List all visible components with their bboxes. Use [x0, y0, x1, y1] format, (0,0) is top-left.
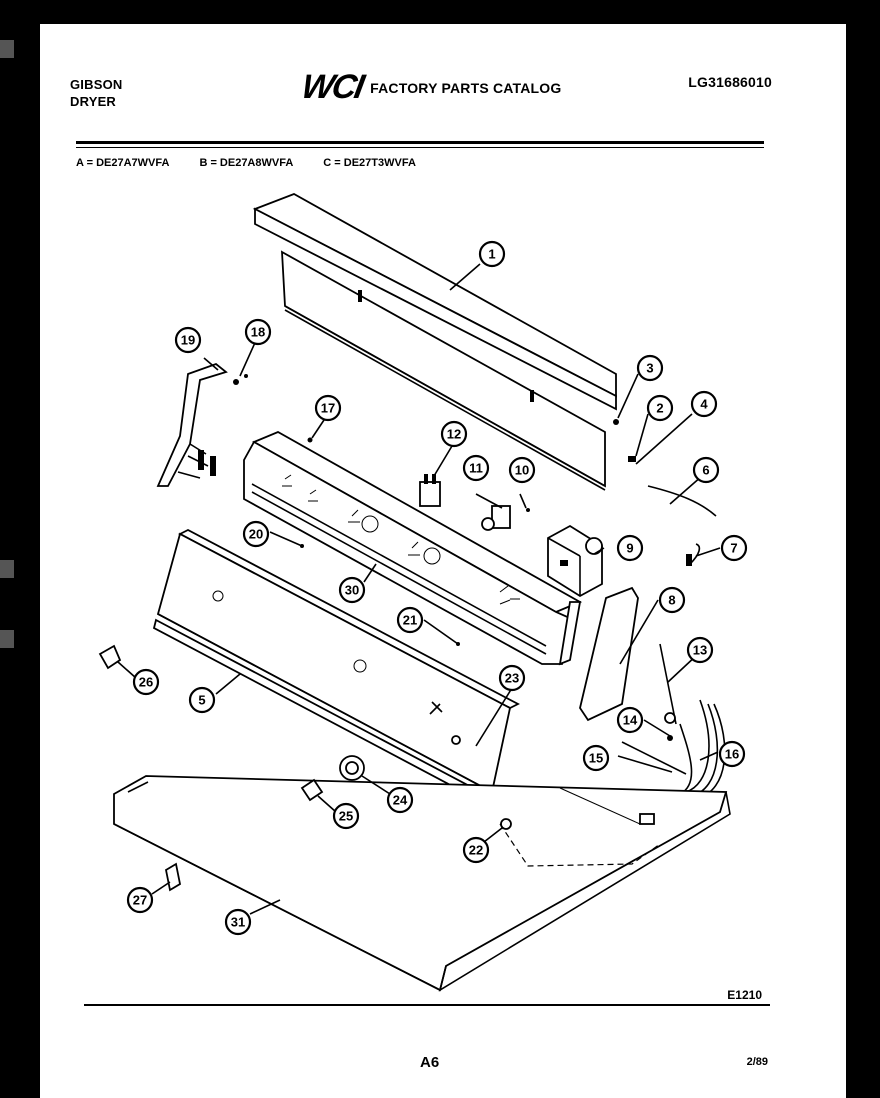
- callout-label: 23: [505, 671, 519, 686]
- callout-label: 22: [469, 843, 483, 858]
- brand-name: GIBSON: [70, 77, 123, 92]
- callout-label: 11: [469, 461, 483, 476]
- callout-label: 17: [321, 401, 335, 416]
- callout-label: 10: [515, 463, 529, 478]
- callout-20: 20: [242, 520, 270, 548]
- scan-edge-mark: [0, 560, 14, 578]
- callout-21: 21: [396, 606, 424, 634]
- callout-label: 2: [656, 401, 663, 416]
- callout-9: 9: [616, 534, 644, 562]
- callout-19: 19: [174, 326, 202, 354]
- part-console-base: [113, 775, 731, 992]
- callout-label: 1: [488, 247, 495, 262]
- part-wire-harness: [647, 485, 717, 566]
- callout-12: 12: [440, 420, 468, 448]
- exploded-parts-diagram: 1 2 3 4 5 6 7 8 9 10 11 12 13 14 15 16 1…: [98, 193, 748, 992]
- catalog-title: FACTORY PARTS CATALOG: [370, 79, 562, 96]
- callout-17: 17: [314, 394, 342, 422]
- document-number: LG31686010: [688, 74, 772, 90]
- callout-6: 6: [692, 456, 720, 484]
- model-list: A = DE27A7WVFA B = DE27A8WVFA C = DE27T3…: [76, 157, 416, 169]
- part-switch: [419, 474, 441, 507]
- header-rule-thin: [76, 147, 764, 148]
- page-number: A6: [420, 1054, 440, 1071]
- revision-date: 2/89: [746, 1056, 768, 1068]
- callout-label: 5: [198, 693, 205, 708]
- figure-id: E1210: [727, 988, 762, 1002]
- catalog-header: WCI FACTORY PARTS CATALOG: [299, 68, 562, 107]
- callout-7: 7: [720, 534, 748, 562]
- fasteners: [98, 374, 676, 892]
- callout-23: 23: [498, 664, 526, 692]
- callout-label: 26: [139, 675, 153, 690]
- callout-3: 3: [636, 354, 664, 382]
- callout-label: 7: [730, 541, 737, 556]
- callout-8: 8: [658, 586, 686, 614]
- callout-label: 4: [700, 397, 708, 412]
- callout-15: 15: [582, 744, 610, 772]
- callout-label: 9: [626, 541, 633, 556]
- callout-label: 21: [403, 613, 417, 628]
- callout-label: 27: [133, 893, 147, 908]
- header-rule: [76, 141, 764, 144]
- callout-31: 31: [224, 908, 252, 936]
- scan-edge-mark: [0, 40, 14, 58]
- footer-rule: [84, 1004, 770, 1006]
- callout-label: 16: [725, 747, 739, 762]
- part-top-trim: [252, 193, 617, 491]
- callout-30: 30: [338, 576, 366, 604]
- callout-label: 31: [231, 915, 245, 930]
- callout-label: 19: [181, 333, 195, 348]
- part-lower-panel: [152, 528, 520, 808]
- callout-label: 13: [693, 643, 707, 658]
- scan-edge-mark: [0, 630, 14, 648]
- callout-4: 4: [690, 390, 718, 418]
- product-name: DRYER: [70, 94, 117, 109]
- callout-25: 25: [332, 802, 360, 830]
- callout-11: 11: [462, 454, 490, 482]
- callout-label: 30: [345, 583, 359, 598]
- callout-label: 3: [646, 361, 653, 376]
- callout-label: 20: [249, 527, 263, 542]
- callout-13: 13: [686, 636, 714, 664]
- callout-label: 25: [339, 809, 353, 824]
- part-selector-switch: [481, 505, 511, 531]
- callout-22: 22: [462, 836, 490, 864]
- callout-27: 27: [126, 886, 154, 914]
- brand-block: GIBSON DRYER: [70, 76, 122, 110]
- callout-10: 10: [508, 456, 536, 484]
- callout-label: 8: [668, 593, 675, 608]
- callout-label: 24: [393, 793, 408, 808]
- callout-5: 5: [188, 686, 216, 714]
- part-side-trim: [579, 586, 639, 722]
- part-end-bracket-left: [156, 362, 228, 487]
- callout-2: 2: [646, 394, 674, 422]
- callout-label: 15: [589, 751, 603, 766]
- model-c: C = DE27T3WVFA: [323, 157, 416, 169]
- callout-24: 24: [386, 786, 414, 814]
- catalog-page: GIBSON DRYER WCI FACTORY PARTS CATALOG L…: [40, 24, 846, 1098]
- callout-26: 26: [132, 668, 160, 696]
- leader-lines: [117, 263, 721, 915]
- callout-label: 12: [447, 427, 461, 442]
- part-timer: [547, 524, 603, 598]
- callout-14: 14: [616, 706, 644, 734]
- callout-16: 16: [718, 740, 746, 768]
- model-a: A = DE27A7WVFA: [76, 157, 170, 169]
- callout-label: 14: [623, 713, 638, 728]
- part-control-panel: [243, 431, 583, 666]
- callout-1: 1: [478, 240, 506, 268]
- callout-label: 18: [251, 325, 265, 340]
- callout-18: 18: [244, 318, 272, 346]
- model-b: B = DE27A8WVFA: [199, 157, 294, 169]
- callout-label: 6: [702, 463, 709, 478]
